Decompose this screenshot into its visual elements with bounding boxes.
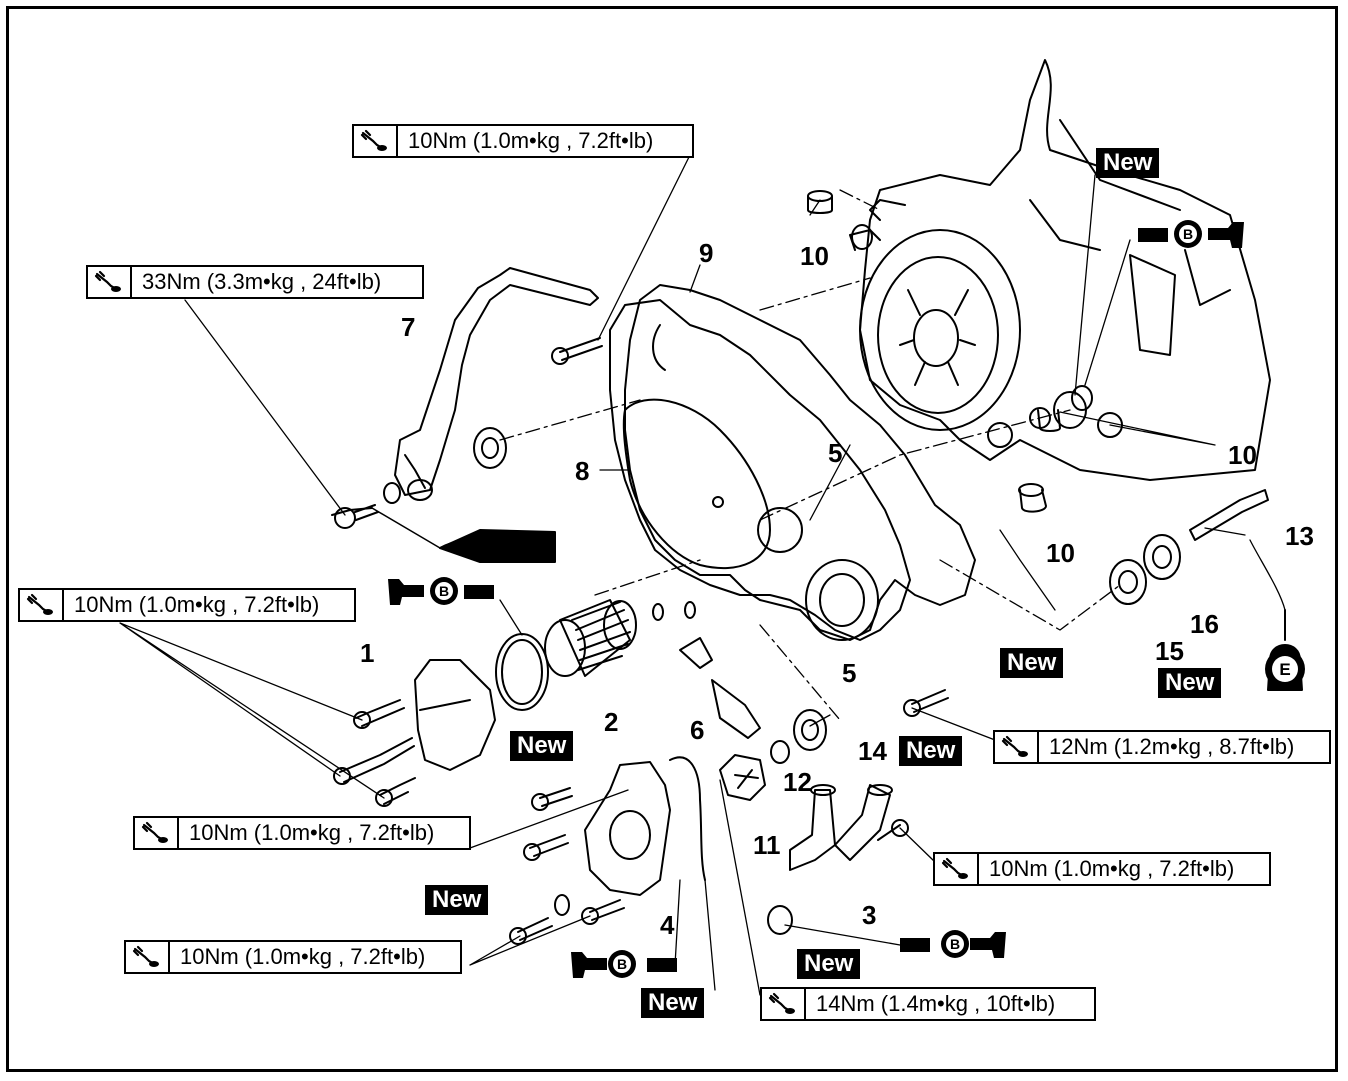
new-badge: New [1158, 668, 1222, 698]
diagram-frame [6, 6, 1338, 1072]
fitting-illustration [679, 637, 761, 739]
torque-wrench-icon [354, 126, 398, 156]
clutch-assembly-illustration [849, 199, 1021, 431]
sealant-tube [439, 529, 556, 563]
callout-part-9: 9 [699, 238, 714, 268]
callout-part-10: 10 [800, 241, 829, 271]
torque-wrench-icon [20, 590, 64, 620]
grease-gun-icon: B [1138, 218, 1248, 252]
o-ring-filter [495, 633, 549, 711]
oil-seal-14 [793, 709, 827, 751]
torque-spec-text: 10Nm (1.0m•kg , 7.2ft•lb) [180, 944, 426, 969]
callout-part-5: 5 [828, 438, 843, 468]
clutch-cover-illustration [609, 299, 911, 641]
new-badge: New [425, 885, 489, 915]
callout-part-13: 13 [1285, 521, 1314, 551]
callout-part-2: 2 [604, 707, 619, 737]
callout-part-15: 15 [1155, 636, 1184, 666]
crankcase-bosses [987, 385, 1123, 448]
torque-wrench-icon [935, 854, 979, 884]
torque-spec-text: 33Nm (3.3m•kg , 24ft•lb) [142, 269, 382, 294]
torque-spec-text: 12Nm (1.2m•kg , 8.7ft•lb) [1049, 734, 1295, 759]
callout-part-14: 14 [858, 736, 887, 766]
shaft-illustration [1189, 489, 1269, 541]
cover-mount-bolts [551, 337, 949, 717]
pipe-o-ring [767, 905, 793, 935]
new-badge: New [797, 949, 861, 979]
callout-part-3: 3 [862, 900, 877, 930]
callout-part-7: 7 [401, 312, 416, 342]
grease-symbol-text: B [1183, 226, 1193, 242]
kick-bolt [331, 504, 379, 529]
torque-spec-impeller: 14Nm (1.4m•kg , 10ft•lb) [760, 987, 1096, 1021]
callout-part-12: 12 [783, 767, 812, 797]
callout-part-4: 4 [660, 910, 675, 940]
oil-filter-illustration [544, 599, 637, 677]
grease-gun-icon: B [567, 948, 677, 982]
torque-spec-cover-bolts: 12Nm (1.2m•kg , 8.7ft•lb) [993, 730, 1331, 764]
torque-wrench-icon [135, 818, 179, 848]
impeller-illustration [719, 754, 766, 801]
callout-part-1: 1 [360, 638, 375, 668]
pump-bolts [509, 787, 625, 945]
oil-symbol-text: E [1279, 660, 1290, 679]
callout-part-11: 11 [753, 830, 781, 860]
torque-spec-kick-bolt: 33Nm (3.3m•kg , 24ft•lb) [86, 265, 424, 299]
torque-spec-text: 10Nm (1.0m•kg , 7.2ft•lb) [189, 820, 435, 845]
torque-spec-text: 10Nm (1.0m•kg , 7.2ft•lb) [74, 592, 320, 617]
callout-part-10: 10 [1046, 538, 1075, 568]
pump-housing-illustration [584, 756, 706, 896]
torque-spec-filter-cover-bolts: 10Nm (1.0m•kg , 7.2ft•lb) [18, 588, 356, 622]
torque-wrench-icon [126, 942, 170, 972]
callout-part-8: 8 [575, 456, 590, 486]
torque-wrench-icon [995, 732, 1039, 762]
torque-spec-kick-lever-pinch-bolt: 10Nm (1.0m•kg , 7.2ft•lb) [352, 124, 694, 158]
cover-bolts [333, 699, 416, 807]
washer-12 [770, 740, 790, 764]
small-o-ring [554, 894, 570, 916]
new-badge: New [1000, 648, 1064, 678]
torque-wrench-icon [762, 989, 806, 1019]
callout-part-16: 16 [1190, 609, 1219, 639]
torque-spec-pump-upper-bolts: 10Nm (1.0m•kg , 7.2ft•lb) [133, 816, 471, 850]
new-badge: New [899, 736, 963, 766]
grease-gun-icon: B [384, 575, 494, 609]
bearing-16 [1143, 534, 1181, 580]
callout-part-10: 10 [1228, 440, 1257, 470]
kick-oil-seal [473, 427, 507, 469]
crankcase-illustration [859, 59, 1271, 481]
grease-symbol-text: B [439, 583, 449, 599]
callout-part-6: 6 [690, 715, 705, 745]
torque-spec-text: 10Nm (1.0m•kg , 7.2ft•lb) [408, 128, 654, 153]
torque-spec-pipe-bolt: 10Nm (1.0m•kg , 7.2ft•lb) [933, 852, 1271, 886]
new-badge: New [641, 988, 705, 1018]
torque-spec-text: 14Nm (1.4m•kg , 10ft•lb) [816, 991, 1056, 1016]
dowel-pins [807, 190, 1061, 513]
torque-spec-pump-lower-bolts: 10Nm (1.0m•kg , 7.2ft•lb) [124, 940, 462, 974]
oil-can-icon: E [1262, 646, 1308, 692]
bearing-15 [1109, 559, 1147, 605]
gasket-outline [624, 284, 976, 641]
new-badge: New [1096, 148, 1160, 178]
callout-part-5: 5 [842, 658, 857, 688]
grease-symbol-text: B [950, 936, 960, 952]
kick-washer [383, 482, 401, 504]
grease-gun-icon: B [900, 928, 1012, 962]
filter-cover-illustration [414, 659, 496, 771]
torque-wrench-icon [88, 267, 132, 297]
grease-symbol-text: B [617, 956, 627, 972]
water-pipe-illustration [789, 784, 893, 871]
torque-spec-text: 10Nm (1.0m•kg , 7.2ft•lb) [989, 856, 1235, 881]
kick-lever-illustration [394, 267, 599, 501]
new-badge: New [510, 731, 574, 761]
